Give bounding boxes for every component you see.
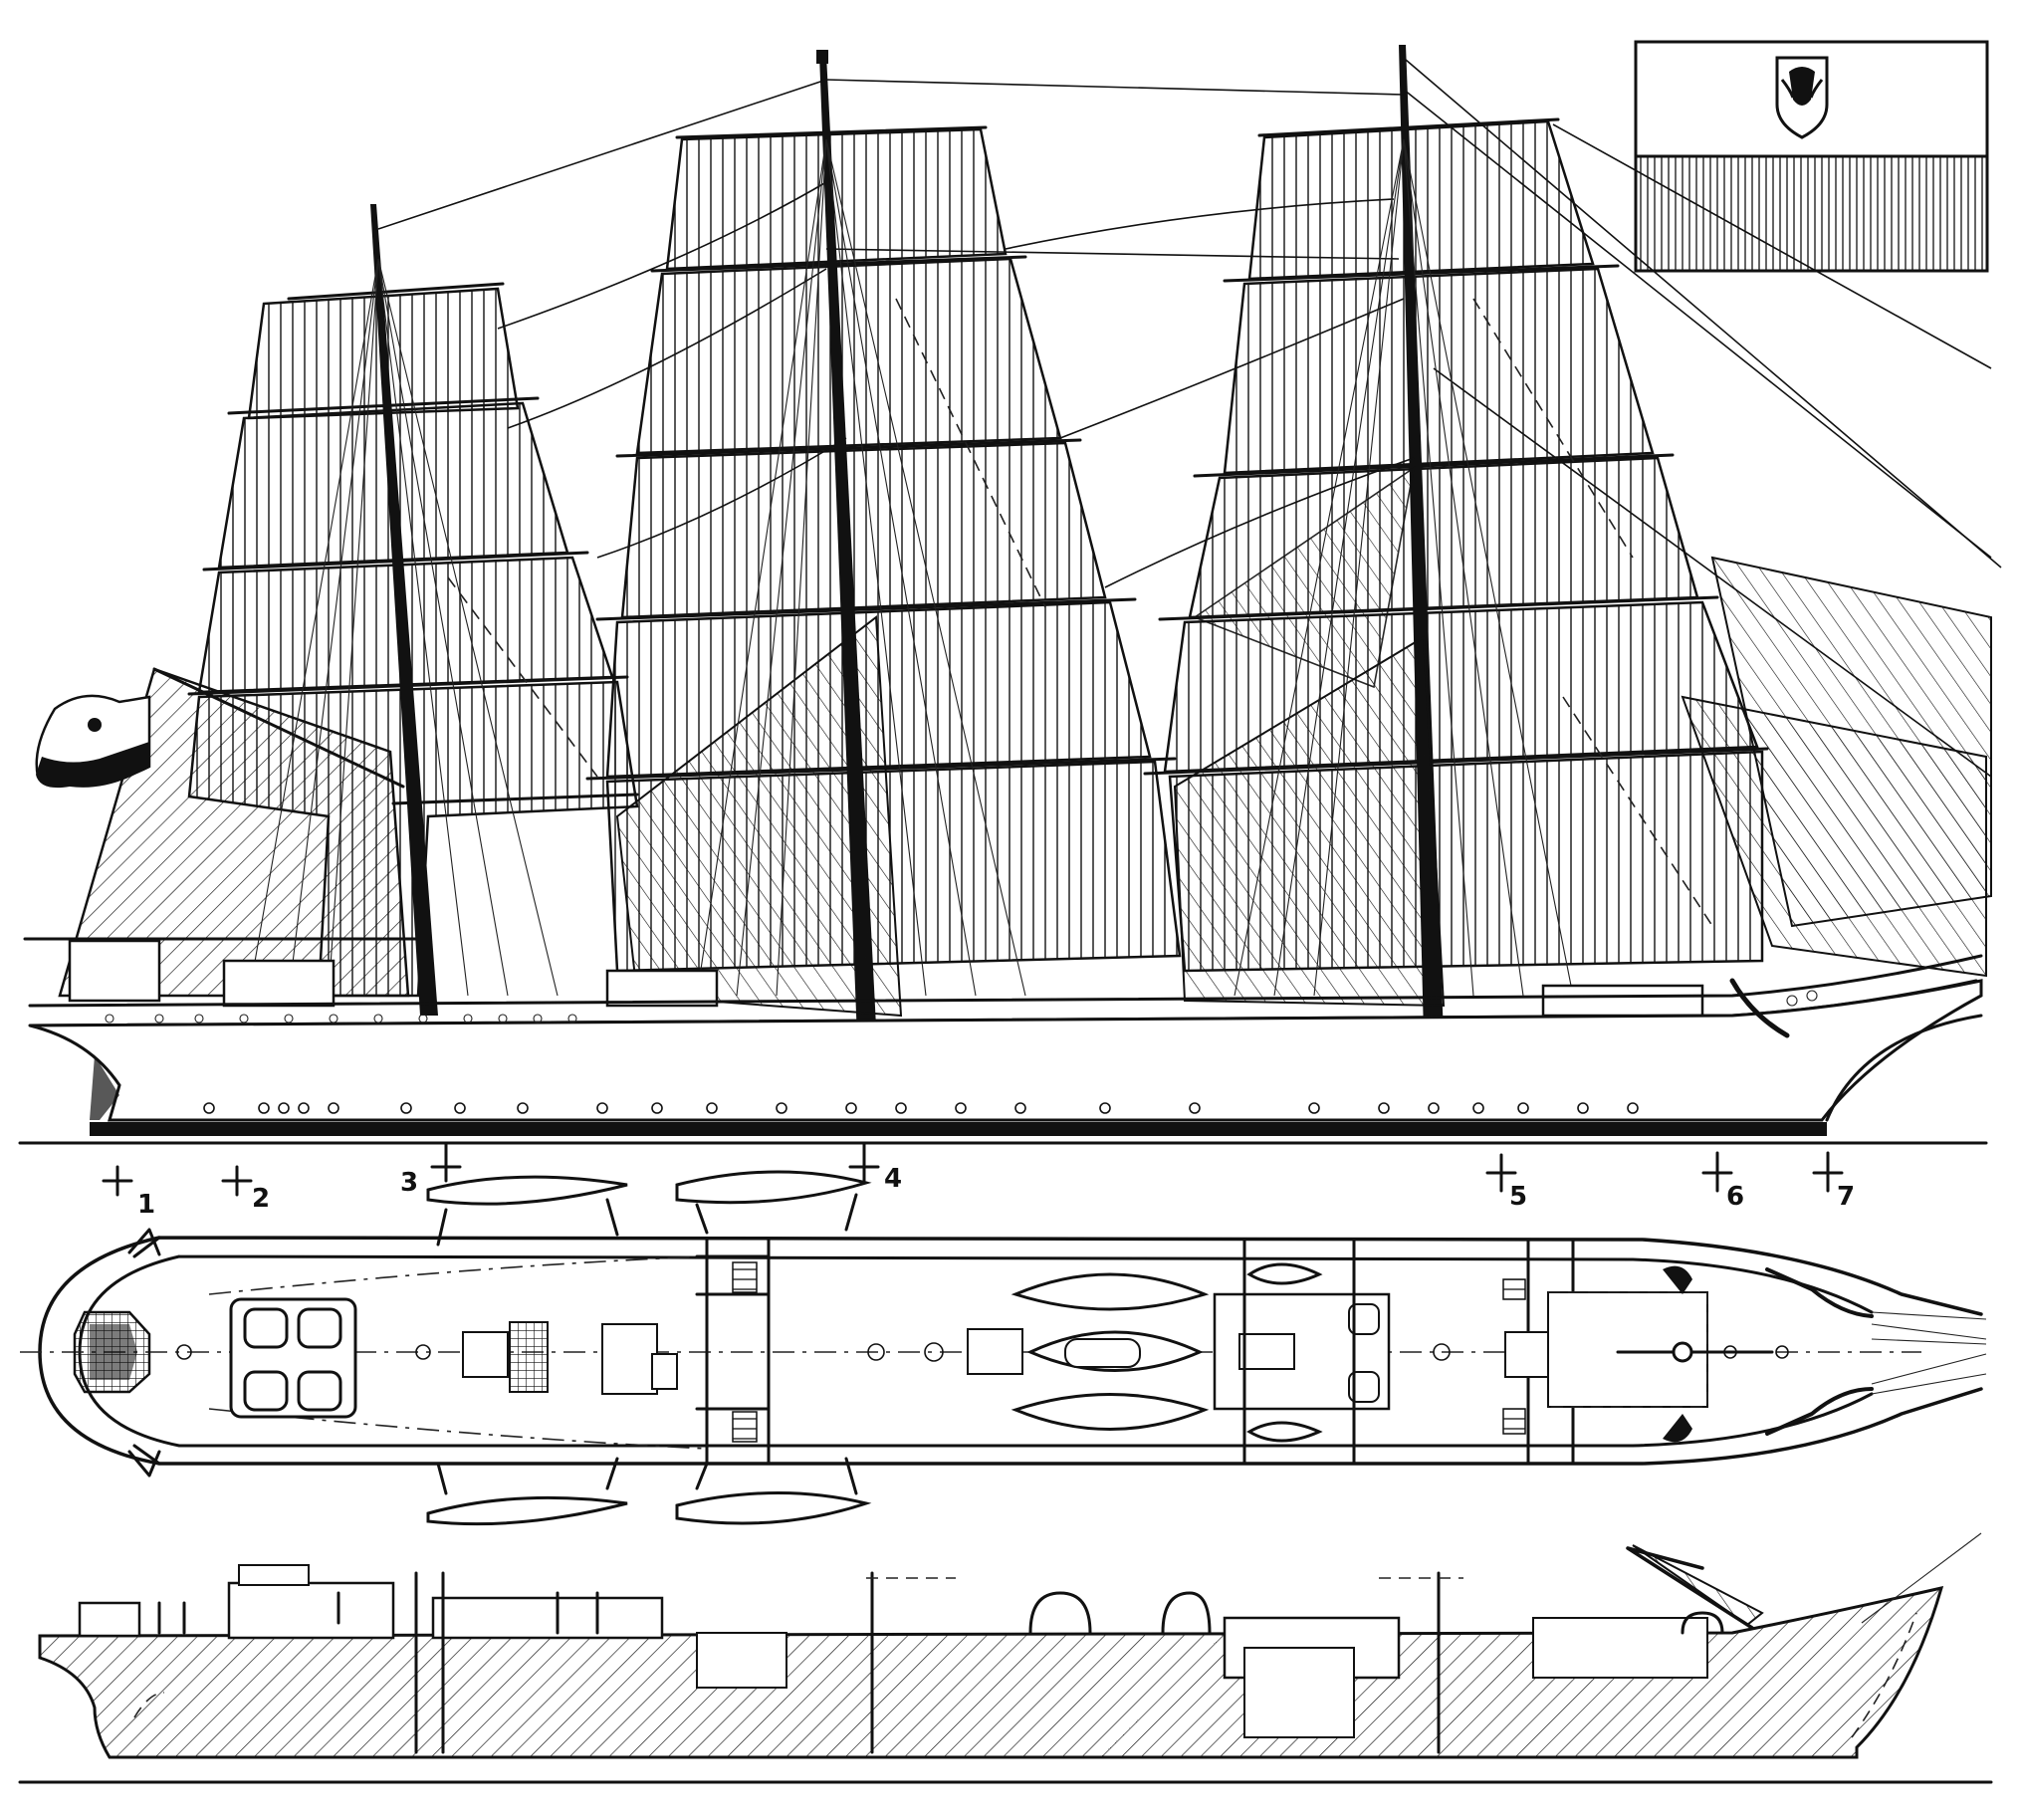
station-mark-6: 6 [1701,1151,1744,1212]
stern-ensign-icon [35,694,151,789]
svg-text:3: 3 [400,1168,418,1198]
sail-plan [23,45,2002,1065]
station-mark-5: 5 [1485,1153,1527,1212]
deck-plan [20,1170,1987,1526]
rail-dots [105,990,1818,1024]
svg-text:1: 1 [137,1190,155,1220]
station-mark-2: 2 [221,1165,270,1214]
station-mark-3: 3 [400,1141,462,1198]
portholes [203,1102,1639,1114]
svg-text:6: 6 [1726,1182,1744,1212]
eagle-emblem-icon [1775,56,1829,139]
polish-ensign-icon [1634,40,1989,273]
station-mark-4: 4 [848,1141,902,1194]
station-mark-7: 7 [1812,1151,1855,1212]
longitudinal-section [18,1532,1993,1784]
hull-elevation [18,939,1988,1145]
svg-text:7: 7 [1837,1182,1855,1212]
svg-text:5: 5 [1509,1182,1527,1212]
svg-text:2: 2 [252,1184,270,1214]
station-mark-1: 1 [102,1165,155,1220]
station-marks: 1 2 3 4 5 6 7 [102,1141,1855,1220]
svg-text:4: 4 [884,1164,902,1194]
